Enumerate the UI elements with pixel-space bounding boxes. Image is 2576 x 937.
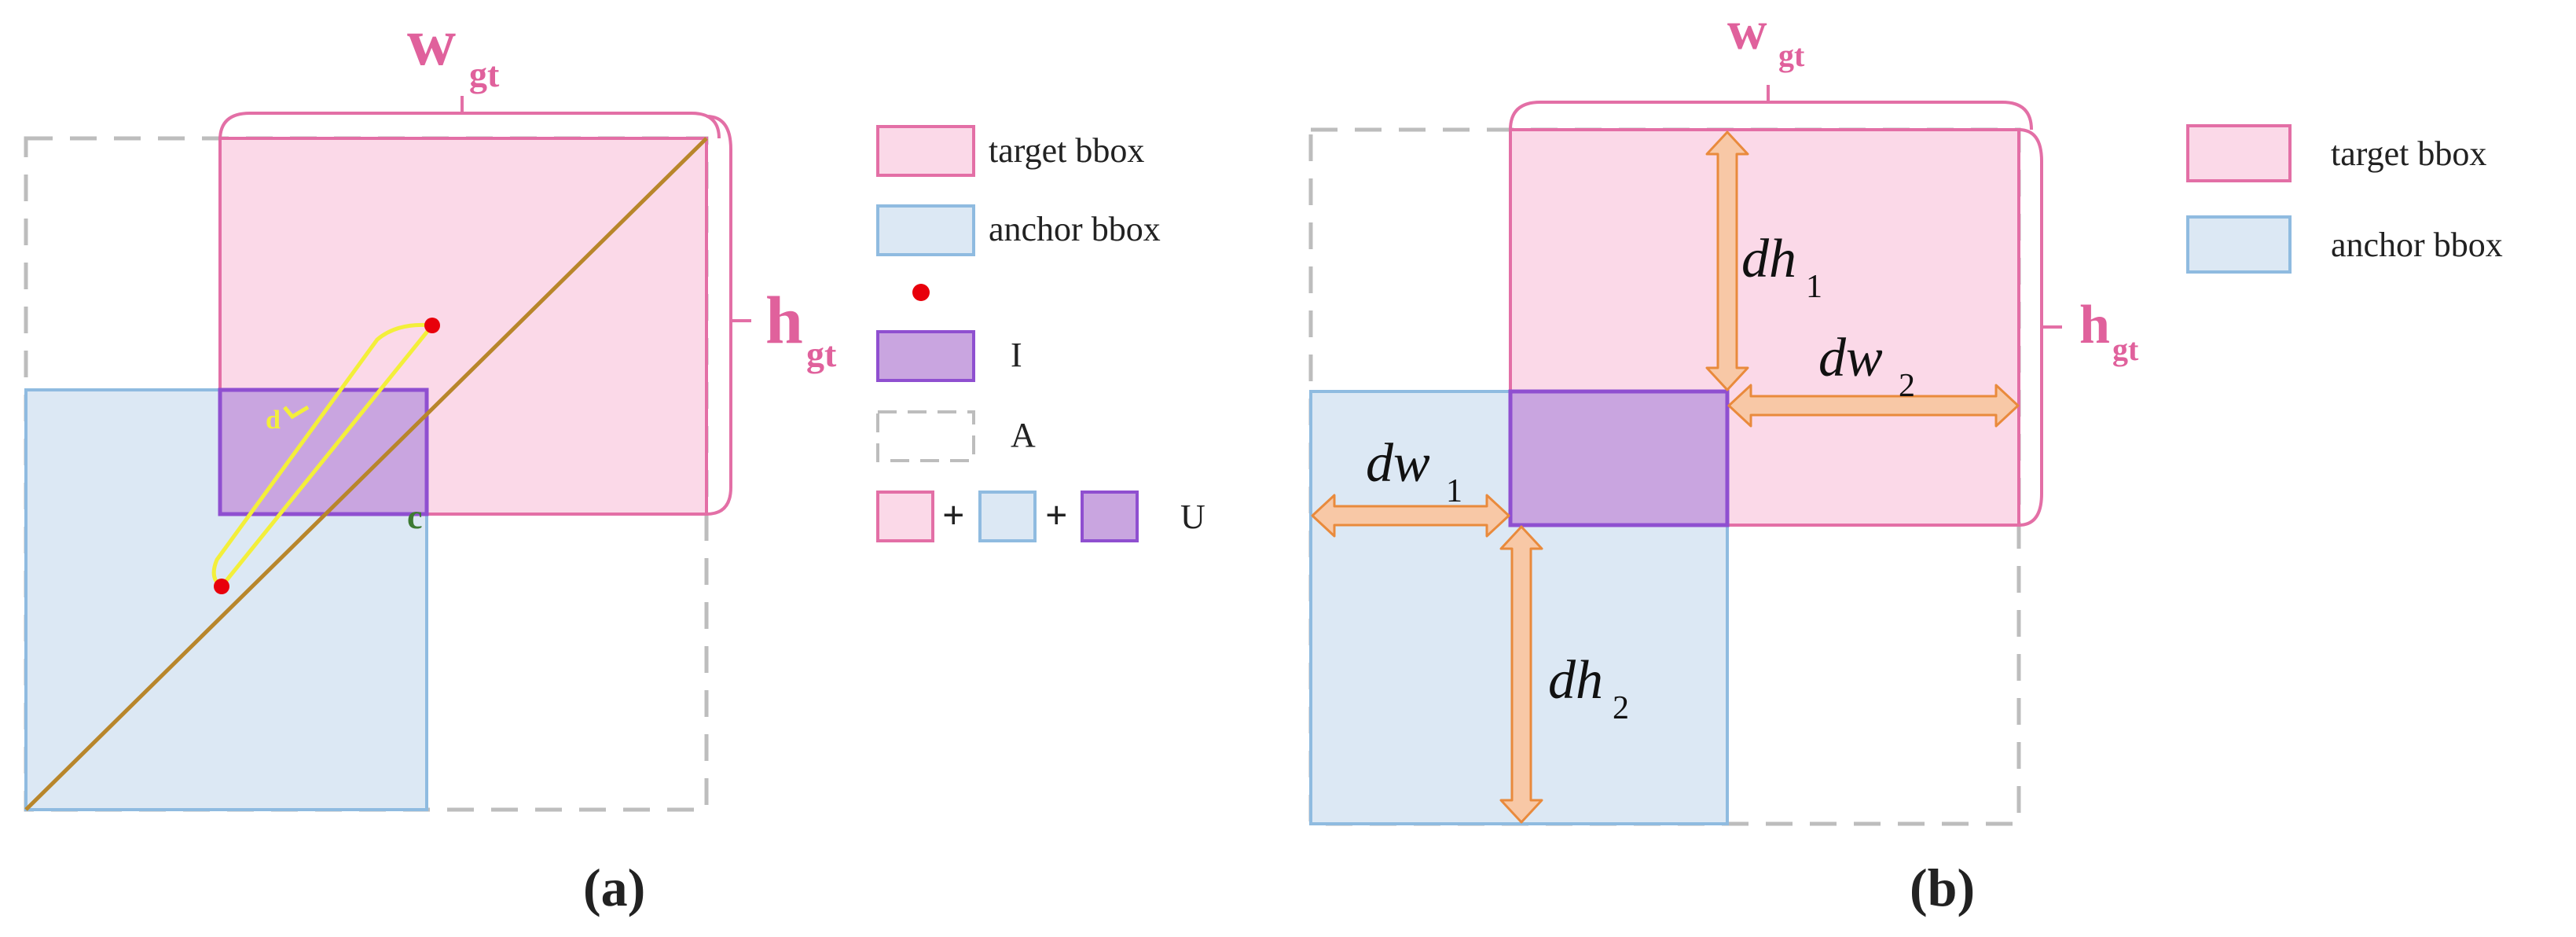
legend-a-anchor-swatch [876, 204, 975, 256]
legend-b-anchor-label: anchor bbox [2331, 226, 2503, 264]
legend-b-target-label: target bbox [2331, 134, 2486, 173]
dh1-arrow [1705, 130, 1749, 391]
distance-marker [283, 405, 310, 420]
height-label-a: h [765, 282, 803, 358]
caption-b: (b) [1910, 858, 1975, 917]
legend-a: target bbox anchor bbox I A + + U [876, 125, 1205, 542]
legend-a-union-intersection-swatch [1081, 491, 1139, 542]
dw1-label: dw [1366, 433, 1430, 494]
legend-a-plus-2: + [1045, 493, 1068, 537]
height-label-b-subscript: gt [2112, 332, 2139, 367]
legend-a-intersection-label: I [1011, 336, 1022, 374]
dw2-arrow [1727, 384, 2020, 428]
width-label-a-subscript: gt [469, 54, 500, 94]
dh2-label-subscript: 2 [1613, 690, 1629, 726]
distance-loop [211, 322, 435, 589]
legend-a-anchor-label: anchor bbox [989, 210, 1161, 248]
width-label-b: w [1727, 1, 1767, 61]
legend-a-union-anchor-swatch [978, 491, 1037, 542]
legend-a-union-label: U [1180, 498, 1205, 536]
legend-a-target-swatch [876, 125, 975, 177]
enclosing-diagonal-label: c [407, 498, 423, 536]
dh2-arrow [1499, 525, 1543, 824]
height-label-a-subscript: gt [806, 334, 837, 374]
diagonal-line [24, 137, 708, 811]
legend-a-target-label: target bbox [989, 131, 1144, 170]
dw2-label: dw [1818, 328, 1883, 388]
caption-a: (a) [583, 858, 645, 917]
panel-b: w gt h gt dh 1 dw 2 dw 1 dh 2 (b) target… [1308, 1, 2503, 917]
dh2-label: dh [1548, 650, 1603, 711]
width-brace-b [1509, 101, 2033, 130]
legend-a-area-label: A [1011, 416, 1036, 454]
dw1-arrow [1311, 494, 1510, 538]
legend-a-intersection-swatch [876, 330, 975, 382]
width-label-a: w [407, 4, 456, 79]
legend-a-plus-1: + [942, 493, 965, 537]
height-brace-b [2018, 128, 2043, 527]
width-label-b-subscript: gt [1778, 38, 1805, 73]
dw1-label-subscript: 1 [1446, 473, 1462, 509]
legend-b: target bbox anchor bbox [2186, 124, 2503, 274]
distance-label: d [266, 406, 281, 435]
dh1-label-subscript: 1 [1806, 269, 1822, 305]
panel-a: d c w gt h gt (a) target bbox anchor bbo… [24, 4, 1205, 917]
height-brace-a [706, 115, 732, 516]
legend-a-union-target-swatch [876, 491, 934, 542]
target-center-point [424, 318, 440, 333]
intersection-region-b [1508, 389, 1730, 527]
dh1-label: dh [1741, 229, 1796, 289]
intersection-region [218, 388, 429, 516]
height-label-b: h [2079, 295, 2110, 355]
dw2-label-subscript: 2 [1899, 368, 1915, 404]
anchor-center-point [214, 579, 229, 594]
legend-a-center-point [912, 284, 930, 301]
width-brace-a [218, 112, 721, 141]
legend-b-target-swatch [2186, 124, 2292, 182]
legend-a-area-swatch [876, 410, 975, 462]
legend-b-anchor-swatch [2186, 215, 2292, 274]
